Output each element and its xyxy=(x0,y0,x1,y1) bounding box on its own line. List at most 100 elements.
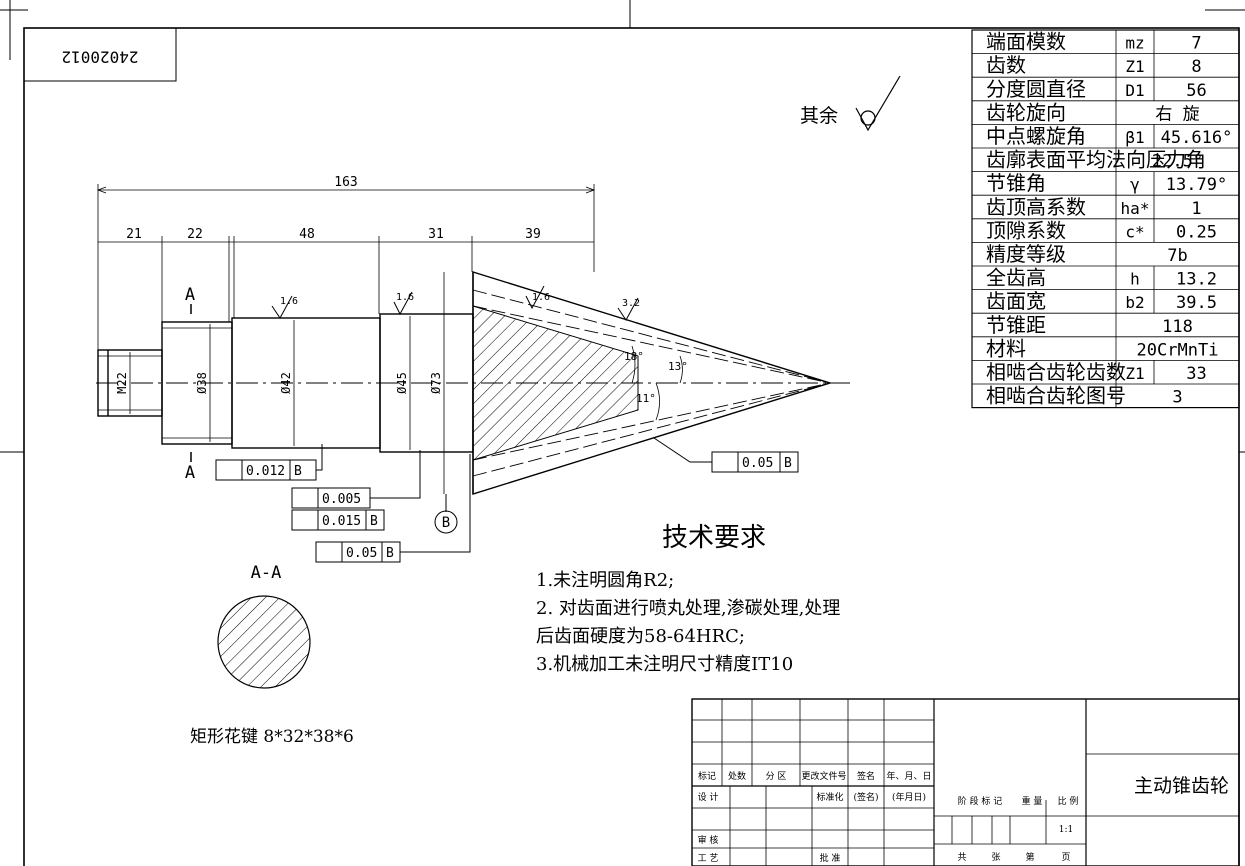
tb-sign: (签名) xyxy=(853,791,878,803)
dia-45: Ø45 xyxy=(395,372,409,394)
roughness-marks xyxy=(271,285,639,321)
dia-m22: M22 xyxy=(115,372,129,394)
dim-seg4: 31 xyxy=(428,227,444,242)
roughness-1: 1.6 xyxy=(280,296,298,307)
tech-requirements: 技术要求 1.未注明圆角R2; 2. 对齿面进行喷丸处理,渗碳处理,处理 后齿面… xyxy=(536,523,840,675)
tolerance-texts: 0.012 B 0.005 0.015 B 0.05 B 0.05 B xyxy=(246,456,792,561)
angle-11: 11° xyxy=(636,392,656,405)
param-value: 7b xyxy=(1167,246,1187,266)
tb-process: 工 艺 xyxy=(698,853,719,864)
section-view: A-A 矩形花键 8*32*38*6 xyxy=(190,563,354,747)
param-symbol: ha* xyxy=(1121,199,1150,218)
tb-rev-h2: 处数 xyxy=(728,770,746,782)
param-name: 材料 xyxy=(986,336,1026,360)
param-value: 33 xyxy=(1186,364,1206,384)
tech-item-4: 3.机械加工未注明尺寸精度IT10 xyxy=(536,654,793,675)
tb-stage-3: 比 例 xyxy=(1058,795,1079,807)
title-block-texts: 标记 处数 分 区 更改文件号 签名 年、月、日 设 计 标准化 (签名) (年… xyxy=(698,770,1229,864)
param-symbol: γ xyxy=(1130,175,1140,194)
surface-finish-prefix: 其余 xyxy=(800,105,838,127)
dim-overall: 163 xyxy=(334,175,357,190)
tol-5-value: 0.05 xyxy=(742,456,773,471)
roughness-3: 1.6 xyxy=(532,292,550,303)
param-name: 端面模数 xyxy=(986,30,1066,54)
dim-seg1: 21 xyxy=(126,227,142,242)
tol-4-datum: B xyxy=(386,546,394,561)
section-caption: 矩形花键 8*32*38*6 xyxy=(190,727,354,747)
roughness-values: 1.6 1.6 1.6 3.2 xyxy=(280,292,640,309)
section-title: A-A xyxy=(251,563,282,583)
param-value: 56 xyxy=(1186,81,1206,101)
param-name: 全齿高 xyxy=(986,266,1046,290)
dimension-texts: 163 21 22 48 31 39 xyxy=(126,175,541,242)
tb-rev-h3: 分 区 xyxy=(766,771,787,782)
param-value: 1 xyxy=(1191,199,1201,219)
param-value: 20CrMnTi xyxy=(1137,340,1219,360)
tol-5-datum: B xyxy=(784,456,792,471)
param-value: 22.5° xyxy=(1152,152,1203,172)
param-value: 7 xyxy=(1191,34,1201,54)
param-symbol: h xyxy=(1130,270,1140,289)
datum-b-label: B xyxy=(442,515,450,531)
dia-42: Ø42 xyxy=(279,372,293,394)
param-name: 中点螺旋角 xyxy=(986,124,1086,148)
section-marks: A A xyxy=(185,285,195,483)
param-value: 13.79° xyxy=(1166,175,1227,195)
param-name: 齿廓表面平均法向压力角 xyxy=(986,148,1206,172)
param-symbol: b2 xyxy=(1125,293,1144,312)
param-name: 齿面宽 xyxy=(986,289,1046,313)
param-symbol: β1 xyxy=(1125,128,1144,147)
tol-3-datum: B xyxy=(370,514,378,529)
tb-part-name: 主动锥齿轮 xyxy=(1134,775,1229,797)
tb-design: 设 计 xyxy=(698,791,719,803)
dim-seg5: 39 xyxy=(525,227,541,242)
tb-sheet-2: 张 xyxy=(991,852,1000,863)
section-mark-bottom: A xyxy=(185,463,195,483)
tol-4-value: 0.05 xyxy=(346,546,377,561)
tb-stage-1: 阶 段 标 记 xyxy=(958,795,1003,807)
dimension-lines xyxy=(96,184,596,350)
angle-marks: 18° 13° 11° xyxy=(624,345,688,421)
tb-rev-h6: 年、月、日 xyxy=(886,770,931,782)
param-name: 齿轮旋向 xyxy=(986,100,1066,124)
drawing-number-text: 24020012 xyxy=(61,48,138,67)
tol-3-value: 0.015 xyxy=(322,514,361,529)
dia-73: Ø73 xyxy=(429,372,443,394)
diameter-dimensions xyxy=(129,272,445,494)
tol-2-value: 0.005 xyxy=(322,492,361,507)
param-value: 39.5 xyxy=(1176,293,1217,313)
tb-rev-h1: 标记 xyxy=(698,770,716,782)
param-name: 顶隙系数 xyxy=(986,218,1066,242)
datum-b-marker: B xyxy=(434,494,458,534)
tb-sheet-1: 共 xyxy=(957,852,966,863)
tb-approve: 批 准 xyxy=(820,852,841,864)
roughness-4: 3.2 xyxy=(622,298,640,309)
param-value: 13.2 xyxy=(1176,270,1217,290)
param-value: 3 xyxy=(1172,388,1182,408)
param-value: 8 xyxy=(1191,57,1201,77)
tol-1-datum: B xyxy=(294,464,302,479)
dim-seg2: 22 xyxy=(187,227,203,242)
tech-title: 技术要求 xyxy=(662,523,766,553)
drawing-number-box: 24020012 xyxy=(23,27,177,82)
title-block xyxy=(691,698,1240,866)
tech-item-1: 1.未注明圆角R2; xyxy=(536,570,674,591)
tech-item-2: 2. 对齿面进行喷丸处理,渗碳处理,处理 xyxy=(536,598,840,619)
param-name: 节锥角 xyxy=(986,171,1046,195)
param-value: 0.25 xyxy=(1176,222,1217,242)
dim-seg3: 48 xyxy=(299,227,315,242)
param-name: 精度等级 xyxy=(986,242,1066,266)
param-symbol: Z1 xyxy=(1125,364,1144,383)
tb-rev-h4: 更改文件号 xyxy=(801,770,846,782)
gear-section-hatch xyxy=(472,289,831,477)
angle-13: 13° xyxy=(668,360,688,373)
param-value: 右 旋 xyxy=(1155,104,1199,124)
param-symbol: D1 xyxy=(1125,81,1144,100)
param-symbol: c* xyxy=(1125,222,1144,241)
param-symbol: mz xyxy=(1125,34,1144,53)
surface-finish-note: 其余 xyxy=(800,75,901,132)
angle-18: 18° xyxy=(624,350,644,363)
param-value: 45.616° xyxy=(1161,128,1233,148)
